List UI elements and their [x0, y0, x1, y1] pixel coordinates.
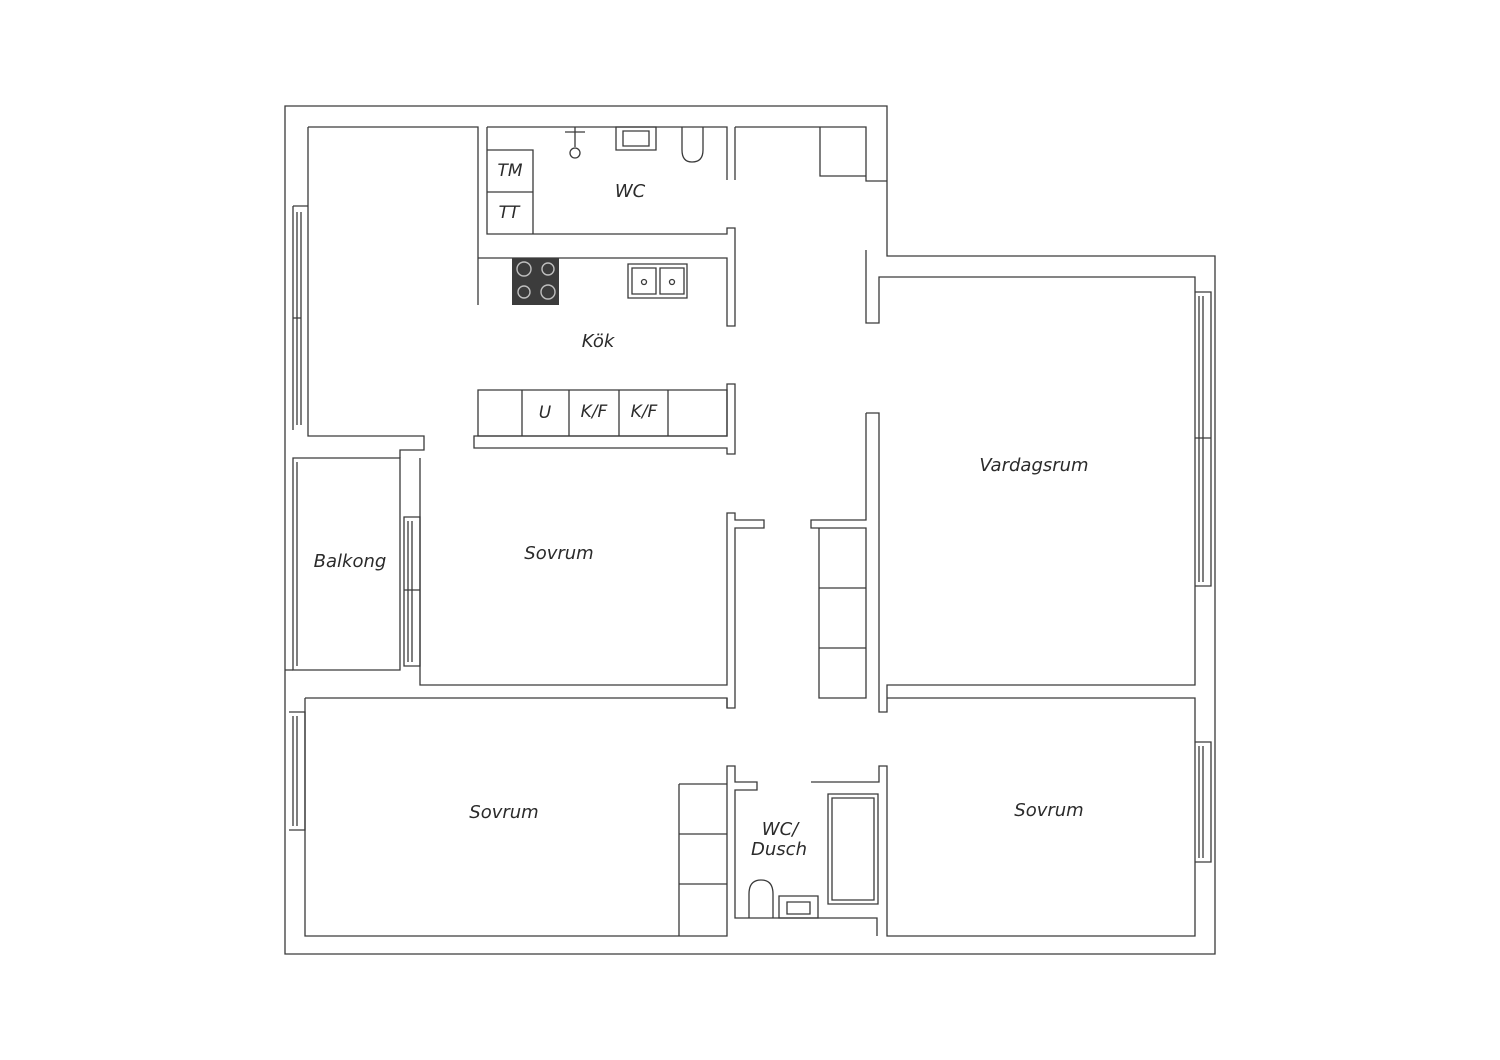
stove-icon [512, 258, 559, 305]
room-label-wc-dusch-line2: Dusch [751, 839, 807, 860]
closet-bottom-left [678, 783, 727, 936]
hall-wall [865, 250, 1196, 713]
room-label-sovrum-bottom-right: Sovrum [1014, 800, 1084, 821]
room-label-sovrum-middle: Sovrum [524, 543, 594, 564]
cabinet-label-tt: TT [498, 203, 520, 223]
vardagsrum-west [810, 412, 880, 699]
wc-top-walls [478, 126, 736, 327]
kitchen-wall-lower [473, 383, 736, 455]
room-label-balkong: Balkong [313, 551, 387, 572]
west-wall-inner [307, 127, 425, 458]
balkong-walls [292, 457, 401, 671]
bathtub [827, 793, 879, 905]
toilet-top-icon [681, 127, 704, 163]
window-left-top [292, 205, 308, 430]
outer-wall [284, 105, 1216, 955]
drain-right [668, 278, 676, 286]
room-label-kok: Kök [581, 331, 615, 352]
drain-left [640, 278, 648, 286]
cabinet-label-kf-2: K/F [630, 402, 658, 422]
wc-dusch-walls [811, 697, 1196, 937]
hall-top [734, 126, 887, 182]
room-label-wc-dusch-line1: WC/ [761, 819, 799, 840]
sink-bottom-icon [778, 895, 819, 919]
window-balkong [403, 516, 421, 667]
kitchen-wall [308, 126, 479, 305]
room-label-wc: WC [614, 181, 646, 202]
sink-top-icon [615, 126, 657, 151]
shower-icon [565, 127, 585, 159]
window-vardagsrum [1195, 291, 1212, 587]
kitchen-sink-icon [627, 263, 688, 299]
closet-top [819, 127, 866, 177]
cabinet-label-u: U [538, 403, 552, 423]
cabinet-label-kf-1: K/F [580, 402, 608, 422]
room-label-vardagsrum: Vardagsrum [979, 455, 1089, 476]
sovrum-bottom-left [285, 669, 878, 937]
tm-tt-cabinets [487, 149, 534, 234]
cabinet-label-tm: TM [497, 161, 523, 181]
window-right-bottom [1195, 741, 1212, 863]
hall-closet [819, 587, 866, 649]
sovrum-middle-walls [419, 458, 765, 709]
room-label-sovrum-bottom-left: Sovrum [469, 802, 539, 823]
window-left-bottom [289, 711, 306, 831]
toilet-bottom-icon [748, 879, 774, 918]
